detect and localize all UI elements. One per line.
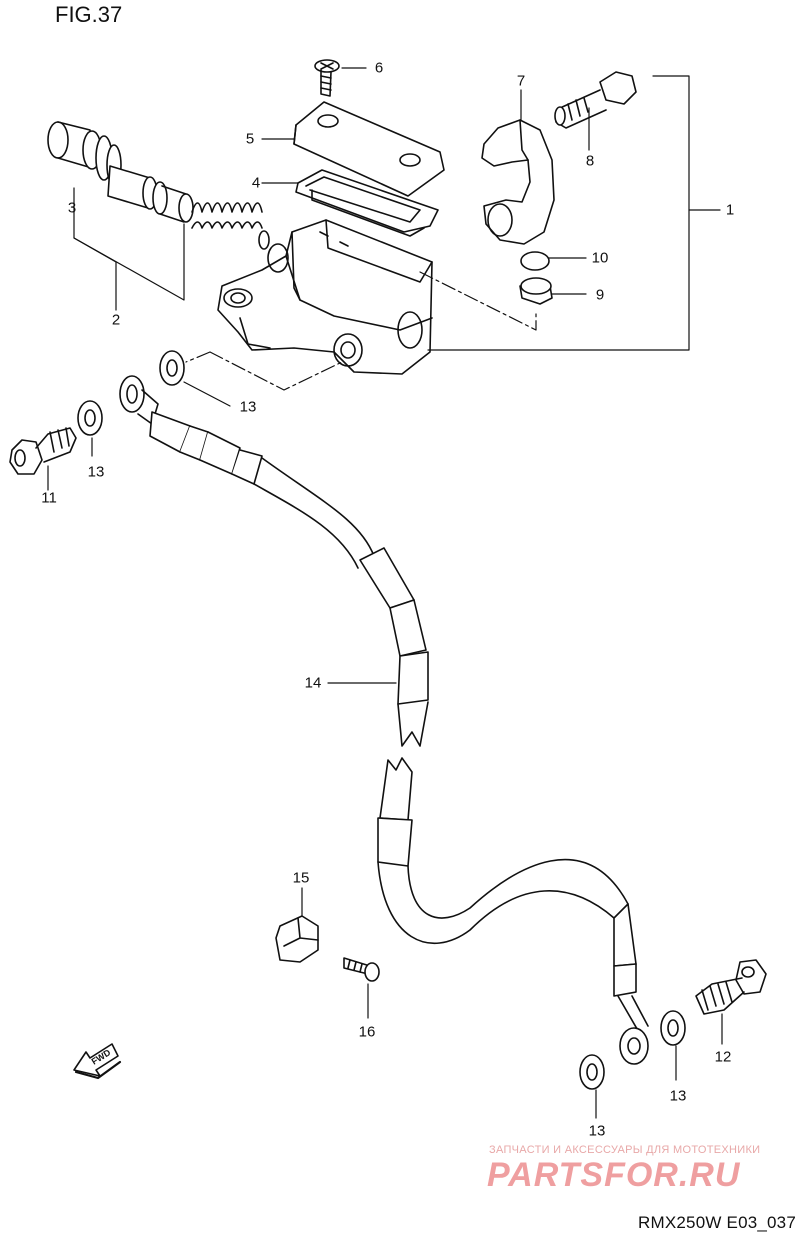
piston-assembly-part [107,165,270,250]
figure-title: FIG.37 [55,2,123,27]
washer-part-d [579,1054,605,1090]
brake-hose-part [119,375,649,1065]
callout-2: 2 [111,311,121,329]
clamp-screw-part [343,957,380,982]
callout-4: 4 [251,174,261,192]
callout-1: 1 [725,201,735,219]
callout-3: 3 [67,199,77,217]
fwd-arrow-icon [73,1043,122,1080]
callout-13-upper: 13 [239,398,257,416]
reservoir-cap-part [293,101,445,197]
callout-7: 7 [516,72,526,90]
cap-screw-part [314,59,340,97]
washer-part-c [660,1010,686,1046]
washer-part-a [159,350,185,386]
hose-clamp-part [275,915,319,963]
watermark-subtitle: ЗАПЧАСТИ И АКСЕССУАРЫ ДЛЯ МОТОТЕХНИКИ [489,1144,761,1156]
watermark-logo: PARTSFOR.RU [487,1156,741,1194]
callout-12: 12 [714,1048,732,1066]
callout-10: 10 [591,249,609,267]
leader-lines [47,67,723,1119]
callout-9: 9 [595,286,605,304]
master-cylinder-body-part [217,219,433,375]
piston-boot-part [47,121,122,186]
callout-8: 8 [585,152,595,170]
figure-code: RMX250W E03_037 [638,1213,796,1232]
clamp-bolt-part [554,71,637,129]
callout-5: 5 [245,130,255,148]
union-bolt-part-top [9,427,77,475]
callout-13-bottom: 13 [588,1122,606,1140]
callout-11: 11 [41,489,57,507]
callout-13-left: 13 [87,463,105,481]
callout-15: 15 [292,869,310,887]
callout-13-right: 13 [669,1087,687,1105]
union-bolt-part-bottom [695,959,767,1015]
diaphragm-part [295,169,439,237]
o-ring-part [520,251,550,271]
washer-part-b [77,400,103,436]
handlebar-clamp-part [481,119,555,245]
rubber-plug-part [519,277,553,305]
callout-16: 16 [358,1023,376,1041]
callout-6: 6 [374,59,384,77]
callout-14: 14 [304,674,322,692]
